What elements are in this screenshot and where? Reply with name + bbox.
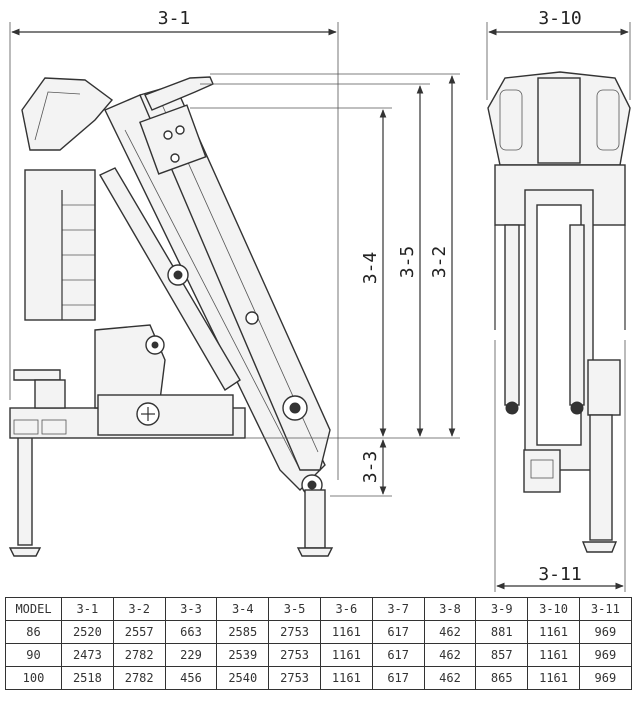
table-cell: 229 <box>164 643 218 667</box>
label-3-1: 3-1 <box>158 8 191 29</box>
header-cell: 3-1 <box>61 597 114 621</box>
table-cell: 462 <box>423 643 477 667</box>
table-cell: 2540 <box>216 666 270 690</box>
table-cell: 2585 <box>216 620 270 644</box>
header-cell: 3-4 <box>216 597 270 621</box>
rear-view-stabilizer-box <box>587 359 621 416</box>
table-cell: 2518 <box>61 666 114 690</box>
label-3-2: 3-2 <box>429 246 450 279</box>
rear-view-head <box>537 77 581 164</box>
header-cell: MODEL <box>5 597 62 621</box>
control-stand-top <box>21 77 114 151</box>
header-cell: 3-8 <box>423 597 477 621</box>
table-cell: 617 <box>371 666 425 690</box>
label-3-10: 3-10 <box>538 8 581 29</box>
table-cell: 2753 <box>268 666 321 690</box>
table-cell: 2782 <box>112 643 166 667</box>
table-row: 100 2518 2782 456 2540 2753 1161 617 462… <box>5 666 632 690</box>
table-cell: 2753 <box>268 620 321 644</box>
boom-cylinder-block <box>139 104 207 175</box>
table-cell: 865 <box>475 666 529 690</box>
table-cell: 1161 <box>319 643 373 667</box>
slewing-housing <box>97 394 234 436</box>
table-cell: 1161 <box>527 620 580 644</box>
crane-rear-view <box>487 71 631 553</box>
table-cell: 462 <box>423 620 477 644</box>
header-cell: 3-5 <box>268 597 321 621</box>
table-cell: 881 <box>475 620 529 644</box>
table-cell: 617 <box>371 643 425 667</box>
header-cell: 3-11 <box>578 597 632 621</box>
table-cell: 969 <box>578 620 632 644</box>
label-3-3: 3-3 <box>360 451 381 484</box>
table-header-row: MODEL 3-1 3-2 3-3 3-4 3-5 3-6 3-7 3-8 3-… <box>5 597 632 621</box>
rear-view-hook-block <box>523 449 561 493</box>
rear-view-right-cylinder <box>569 224 585 406</box>
table-cell: 2520 <box>61 620 114 644</box>
table-cell: 663 <box>164 620 218 644</box>
header-cell: 3-2 <box>112 597 166 621</box>
header-cell: 3-10 <box>527 597 580 621</box>
table-cell: 1161 <box>319 666 373 690</box>
table-row: 86 2520 2557 663 2585 2753 1161 617 462 … <box>5 620 632 644</box>
label-3-4: 3-4 <box>360 252 381 285</box>
table-cell: 462 <box>423 666 477 690</box>
label-3-5: 3-5 <box>397 246 418 279</box>
table-cell: 2753 <box>268 643 321 667</box>
table-cell: 617 <box>371 620 425 644</box>
dimension-lines: 3-1 3-10 3-4 3-5 3-2 3-3 3-11 <box>9 8 631 592</box>
table-row: 90 2473 2782 229 2539 2753 1161 617 462 … <box>5 643 632 667</box>
table-cell: 1161 <box>319 620 373 644</box>
specification-table: MODEL 3-1 3-2 3-3 3-4 3-5 3-6 3-7 3-8 3-… <box>5 597 632 690</box>
rear-stabilizer-leg <box>17 434 33 546</box>
table-cell: 86 <box>5 620 62 644</box>
table-cell: 1161 <box>527 643 580 667</box>
table-cell: 969 <box>578 643 632 667</box>
operator-platform <box>24 169 96 321</box>
table-cell: 100 <box>5 666 62 690</box>
table-cell: 2782 <box>112 666 166 690</box>
table-cell: 90 <box>5 643 62 667</box>
crane-technical-drawing: 3-1 3-10 3-4 3-5 3-2 3-3 3-11 <box>8 8 631 592</box>
table-cell: 857 <box>475 643 529 667</box>
table-cell: 2539 <box>216 643 270 667</box>
rear-view-stabilizer-leg <box>589 414 613 541</box>
header-cell: 3-9 <box>475 597 529 621</box>
table-cell: 2473 <box>61 643 114 667</box>
header-cell: 3-7 <box>371 597 425 621</box>
table-cell: 969 <box>578 666 632 690</box>
front-leg-foot <box>296 547 334 557</box>
table-cell: 456 <box>164 666 218 690</box>
label-3-11: 3-11 <box>538 564 581 585</box>
rear-view-leg-foot <box>581 541 618 553</box>
header-cell: 3-6 <box>319 597 373 621</box>
table-cell: 1161 <box>527 666 580 690</box>
rear-leg-foot <box>8 547 42 557</box>
crane-side-view <box>8 76 334 557</box>
front-stabilizer-leg <box>304 489 326 549</box>
header-cell: 3-3 <box>164 597 218 621</box>
rear-view-left-cylinder <box>504 224 520 406</box>
table-cell: 2557 <box>112 620 166 644</box>
